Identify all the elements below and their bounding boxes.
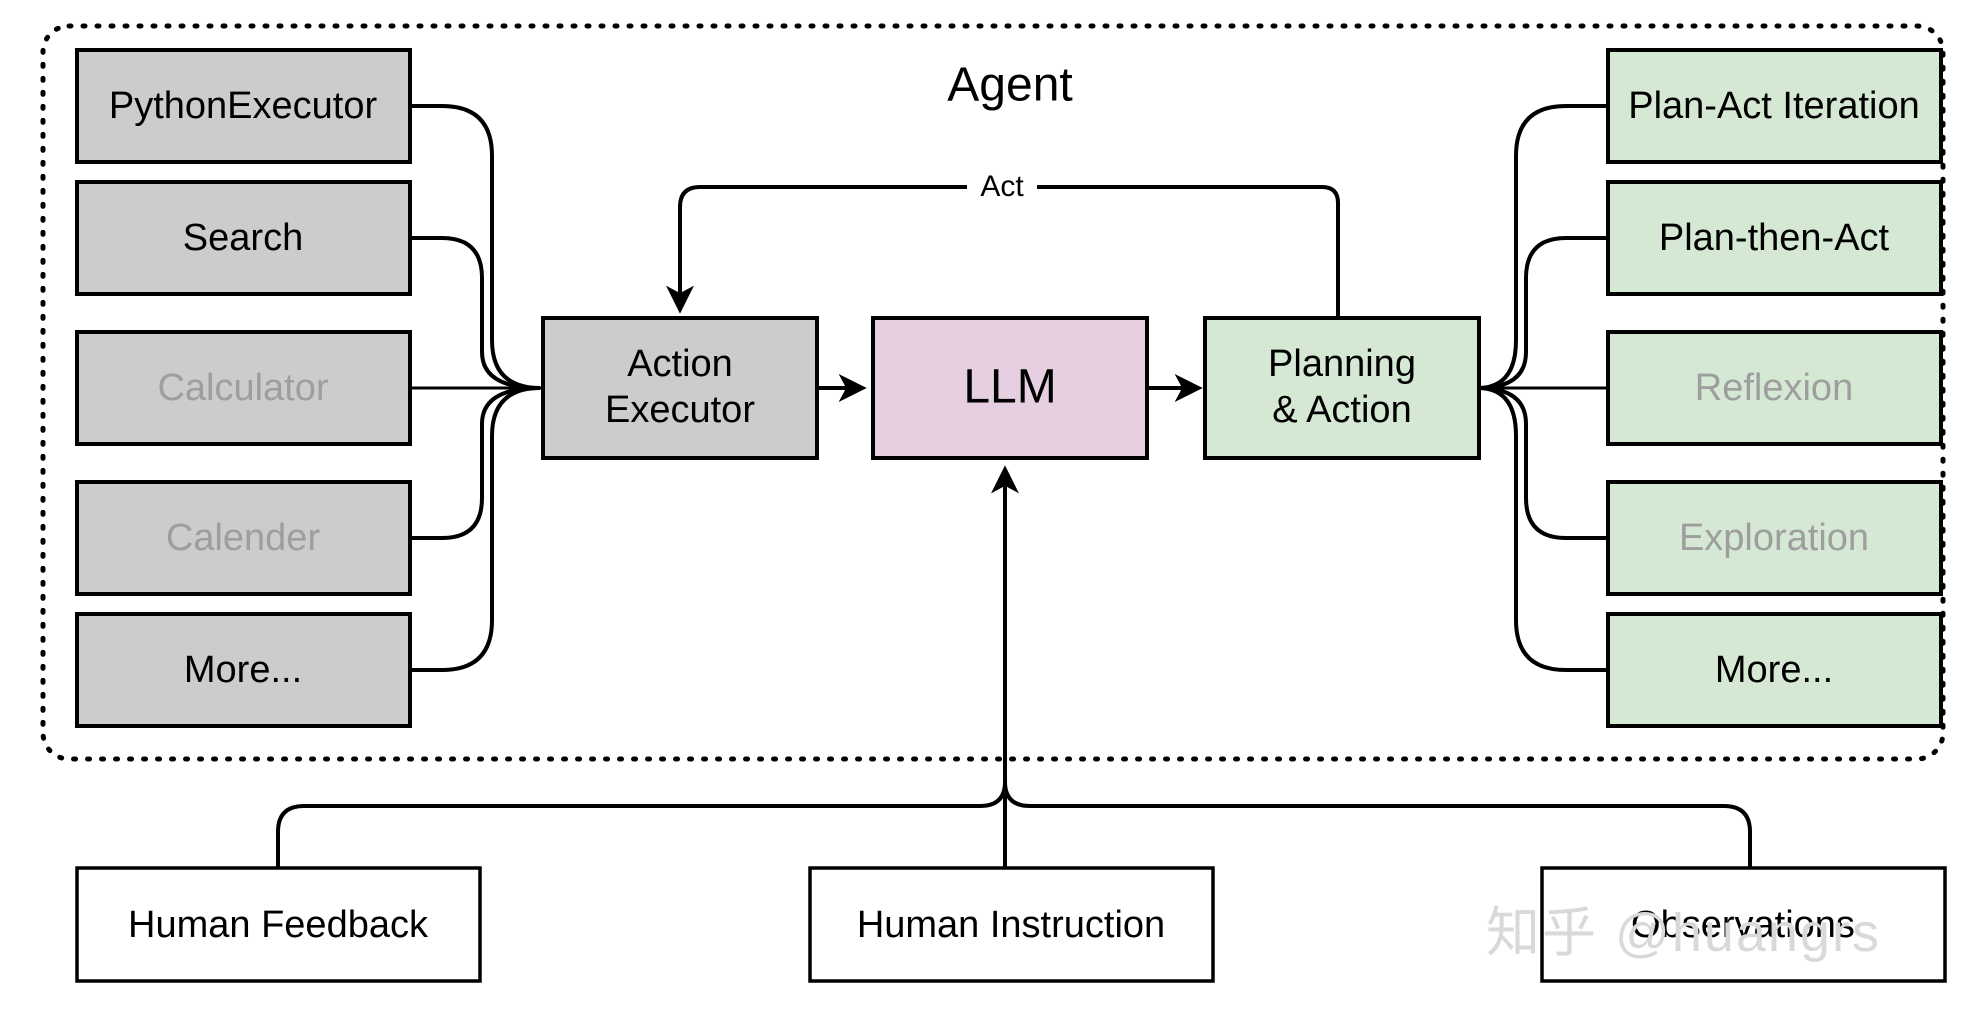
strategy-edges-group (1476, 104, 1608, 672)
tool-node-calculator[interactable]: Calculator (75, 330, 412, 446)
strategy-label-plan-then-act: Plan-then-Act (1659, 217, 1890, 259)
edge-planning-to-plan-then-act (1477, 236, 1608, 390)
page-title: Agent (947, 59, 1072, 112)
edge-human-feedback-to-llm (276, 781, 1007, 868)
strategy-node-exploration[interactable]: Exploration (1606, 480, 1943, 596)
tool-node-pythonexecutor[interactable]: PythonExecutor (75, 48, 412, 164)
input-node-observations[interactable]: Observations (1540, 866, 1947, 983)
edge-observations-to-llm (1003, 781, 1752, 868)
core-node-llm[interactable]: LLM (871, 316, 1149, 460)
strategy-node-reflexion[interactable]: Reflexion (1606, 330, 1943, 446)
strategy-node-more[interactable]: More... (1606, 612, 1943, 728)
edge-act-feedback-loop (666, 185, 1340, 325)
strategy-label-exploration: Exploration (1679, 517, 1869, 559)
tool-node-calender[interactable]: Calender (75, 480, 412, 596)
core-node-planning-and-action[interactable]: Planning & Action (1203, 316, 1481, 460)
tool-edges-group (410, 104, 542, 672)
tool-label-calender: Calender (166, 517, 321, 559)
edge-search-to-action-executor (410, 236, 541, 390)
tool-label-search: Search (183, 217, 303, 259)
core-label-action-executor-line2: Executor (605, 389, 755, 431)
core-label-action-executor-line1: Action (627, 343, 733, 385)
tool-label-more: More... (184, 649, 302, 691)
input-label-observations: Observations (1631, 904, 1855, 946)
core-label-planning-line2: & Action (1272, 389, 1411, 431)
input-edges-group (276, 465, 1752, 868)
tool-node-search[interactable]: Search (75, 180, 412, 296)
edge-planning-to-plan-act-iteration (1477, 104, 1608, 390)
strategy-label-plan-act-iteration: Plan-Act Iteration (1628, 85, 1919, 127)
tool-node-more[interactable]: More... (75, 612, 412, 728)
edge-tools-more-to-action-executor (410, 386, 541, 672)
tool-label-calculator: Calculator (157, 367, 328, 409)
strategy-label-reflexion: Reflexion (1695, 367, 1853, 409)
tool-label-pythonexecutor: PythonExecutor (109, 85, 378, 127)
input-label-human-instruction: Human Instruction (857, 904, 1165, 946)
core-label-llm: LLM (963, 361, 1056, 414)
edge-calender-to-action-executor (410, 386, 541, 540)
edge-pythonexecutor-to-action-executor (410, 104, 541, 390)
input-node-human-feedback[interactable]: Human Feedback (75, 866, 482, 983)
edge-label-act: Act (980, 170, 1024, 203)
strategy-label-more: More... (1715, 649, 1833, 691)
input-label-human-feedback: Human Feedback (128, 904, 429, 946)
act-label-background (967, 170, 1037, 204)
strategy-node-plan-act-iteration[interactable]: Plan-Act Iteration (1606, 48, 1943, 164)
edge-planning-to-exploration (1477, 386, 1608, 540)
input-node-human-instruction[interactable]: Human Instruction (808, 866, 1215, 983)
core-label-planning-line1: Planning (1268, 343, 1416, 385)
edge-planning-to-strategies-more (1477, 386, 1608, 672)
core-node-action-executor[interactable]: Action Executor (541, 316, 819, 460)
strategy-node-plan-then-act[interactable]: Plan-then-Act (1606, 180, 1943, 296)
